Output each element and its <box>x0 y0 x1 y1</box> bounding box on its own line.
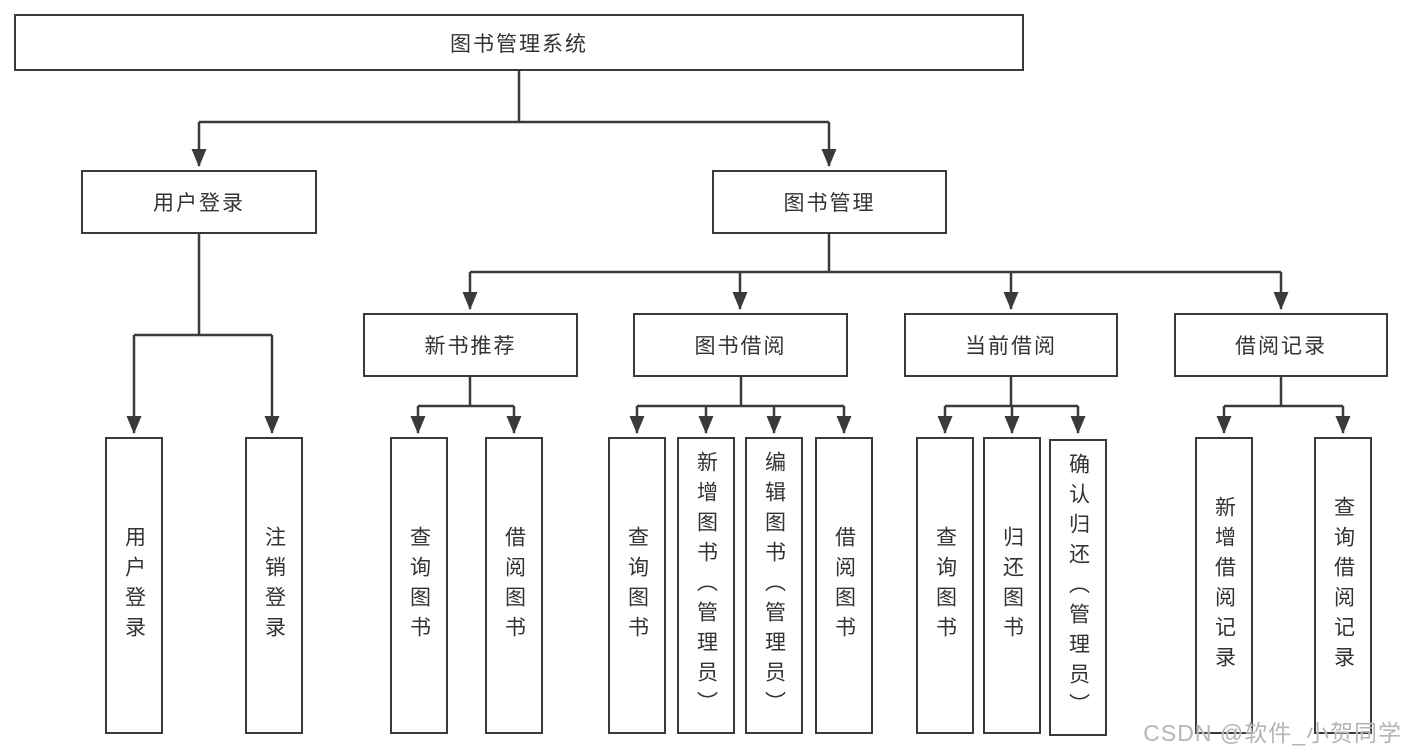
leaf-logout: 注销登录 <box>245 437 303 734</box>
node-label: 借阅图书 <box>502 525 526 646</box>
leaf-user-login: 用户登录 <box>105 437 163 734</box>
node-new-book-recommend: 新书推荐 <box>363 313 578 377</box>
node-label: 用户登录 <box>122 525 146 646</box>
node-label: 查询借阅记录 <box>1331 495 1355 676</box>
leaf-borrow-books-recommend: 借阅图书 <box>485 437 543 734</box>
leaf-query-books-current: 查询图书 <box>916 437 974 734</box>
node-label: 查询图书 <box>407 525 431 646</box>
leaf-edit-books-admin: 编辑图书（管理员） <box>745 437 803 734</box>
leaf-query-borrow-record: 查询借阅记录 <box>1314 437 1372 734</box>
node-label: 当前借阅 <box>965 335 1057 358</box>
node-user-login: 用户登录 <box>81 170 317 234</box>
node-label: 借阅记录 <box>1235 335 1327 358</box>
node-label: 新增借阅记录 <box>1212 495 1236 676</box>
node-label: 查询图书 <box>625 525 649 646</box>
leaf-add-books-admin: 新增图书（管理员） <box>677 437 735 734</box>
leaf-confirm-return-admin: 确认归还（管理员） <box>1049 439 1107 736</box>
node-label: 图书管理系统 <box>450 32 588 56</box>
node-book-management: 图书管理 <box>712 170 947 234</box>
node-borrowing-records: 借阅记录 <box>1174 313 1388 377</box>
node-label: 归还图书 <box>1000 525 1024 646</box>
node-label: 编辑图书（管理员） <box>762 450 786 721</box>
leaf-query-books-recommend: 查询图书 <box>390 437 448 734</box>
node-label: 确认归还（管理员） <box>1066 452 1090 723</box>
node-label: 图书借阅 <box>694 335 787 358</box>
csdn-watermark: CSDN @软件_小贺同学 <box>1143 720 1402 746</box>
node-label: 注销登录 <box>262 525 286 646</box>
node-label: 新增图书（管理员） <box>694 450 718 721</box>
node-book-borrowing: 图书借阅 <box>633 313 848 377</box>
node-label: 新书推荐 <box>424 335 517 358</box>
node-current-borrowing: 当前借阅 <box>904 313 1118 377</box>
node-library-management-system: 图书管理系统 <box>14 14 1024 71</box>
node-label: 图书管理 <box>783 192 876 215</box>
leaf-add-borrow-record: 新增借阅记录 <box>1195 437 1253 734</box>
leaf-return-books: 归还图书 <box>983 437 1041 734</box>
leaf-borrow-books-borrowing: 借阅图书 <box>815 437 873 734</box>
node-label: 用户登录 <box>153 192 245 215</box>
node-label: 查询图书 <box>933 525 957 646</box>
leaf-query-books-borrowing: 查询图书 <box>608 437 666 734</box>
node-label: 借阅图书 <box>832 525 856 646</box>
